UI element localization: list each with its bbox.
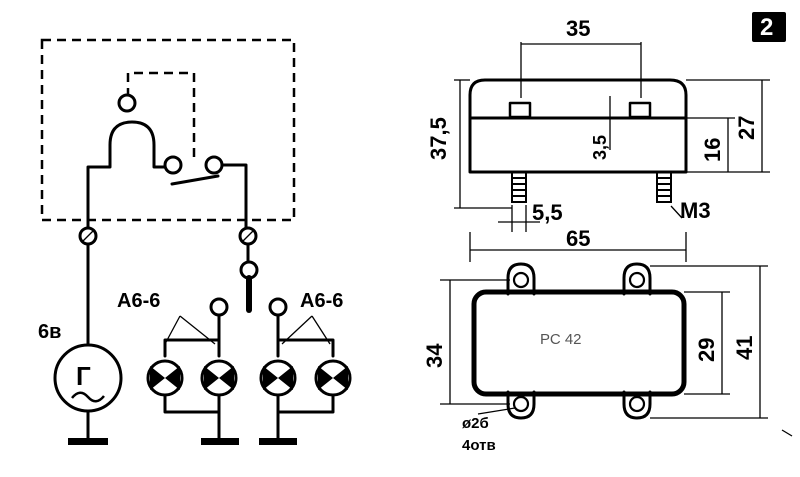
ground-left bbox=[68, 438, 108, 445]
relay-body-outline bbox=[471, 289, 687, 397]
body-marking: РС 42 bbox=[540, 331, 582, 348]
armature-link bbox=[126, 71, 196, 160]
lamp-contact-left bbox=[209, 297, 229, 317]
pin-left bbox=[511, 171, 527, 203]
dim-height-right: 27 bbox=[734, 116, 759, 140]
lamp-group-right-label: А6-6 bbox=[300, 290, 343, 312]
stray-mark bbox=[781, 429, 793, 437]
lamp-1 bbox=[146, 359, 184, 397]
svg-text:2: 2 bbox=[760, 14, 773, 41]
ground-right bbox=[259, 438, 297, 445]
mount-ear-top-left bbox=[506, 262, 536, 296]
dim-top-width: 35 bbox=[566, 16, 590, 41]
contact-right bbox=[204, 155, 224, 175]
hole-diameter: ø2б bbox=[462, 415, 489, 432]
output-wire bbox=[220, 163, 248, 238]
relay-housing-dashed bbox=[40, 38, 296, 222]
dim-slot: 3,5 bbox=[590, 135, 610, 160]
lamp-group-right-bus bbox=[276, 313, 335, 358]
thread-label: М3 bbox=[680, 198, 711, 223]
mount-ear-top-right bbox=[622, 262, 652, 296]
slot-right bbox=[628, 101, 652, 119]
dim-width-outer: 41 bbox=[732, 336, 757, 360]
switch-arm bbox=[170, 174, 220, 186]
lamp-3 bbox=[259, 359, 297, 397]
top-view-dimensions: 34 29 41 ø2б 4отв bbox=[422, 265, 793, 454]
lamp-contact-right bbox=[268, 297, 288, 317]
relay-coil bbox=[86, 120, 172, 232]
dim-height-total: 37,5 bbox=[426, 117, 451, 160]
lamp-group-left-return bbox=[163, 393, 221, 442]
leader-left-2 bbox=[179, 315, 216, 345]
relay-schematic: Г 6в А6-6 bbox=[38, 38, 352, 445]
top-contact bbox=[117, 93, 137, 113]
dim-width-left: 34 bbox=[422, 343, 447, 368]
dim-overall-length: 65 bbox=[566, 226, 590, 251]
terminal-right-slash bbox=[241, 229, 255, 243]
lamp-group-left-bus bbox=[163, 313, 221, 358]
leader-right-1 bbox=[281, 315, 313, 345]
generator-tilde bbox=[71, 391, 105, 403]
relay-side-view bbox=[468, 78, 688, 203]
lamp-group-right-return bbox=[276, 393, 335, 442]
slot-left bbox=[508, 101, 532, 119]
relay-top-view: РС 42 bbox=[471, 262, 687, 420]
mount-ear-bottom-right bbox=[622, 390, 652, 420]
lamp-group-left-label: А6-6 bbox=[117, 290, 160, 312]
hole-count: 4отв bbox=[462, 437, 496, 454]
terminal-left-slash bbox=[81, 229, 95, 243]
dim-width-inner: 29 bbox=[694, 338, 719, 362]
leader-left-1 bbox=[164, 315, 181, 345]
lamp-4 bbox=[314, 359, 352, 397]
lamp-2 bbox=[200, 359, 238, 397]
dim-pin-spacing: 5,5 bbox=[532, 200, 563, 225]
leader-right-2 bbox=[311, 315, 331, 345]
figure-badge: 2 bbox=[752, 12, 786, 42]
ground-middle bbox=[201, 438, 239, 445]
voltage-label: 6в bbox=[38, 321, 61, 343]
contact-left bbox=[163, 155, 183, 175]
dim-height-body: 16 bbox=[700, 138, 725, 162]
side-view-dimensions: 35 37,5 27 16 3,5 5,5 М3 65 bbox=[426, 16, 770, 262]
pin-right bbox=[656, 171, 672, 203]
generator-letter: Г bbox=[76, 361, 91, 391]
